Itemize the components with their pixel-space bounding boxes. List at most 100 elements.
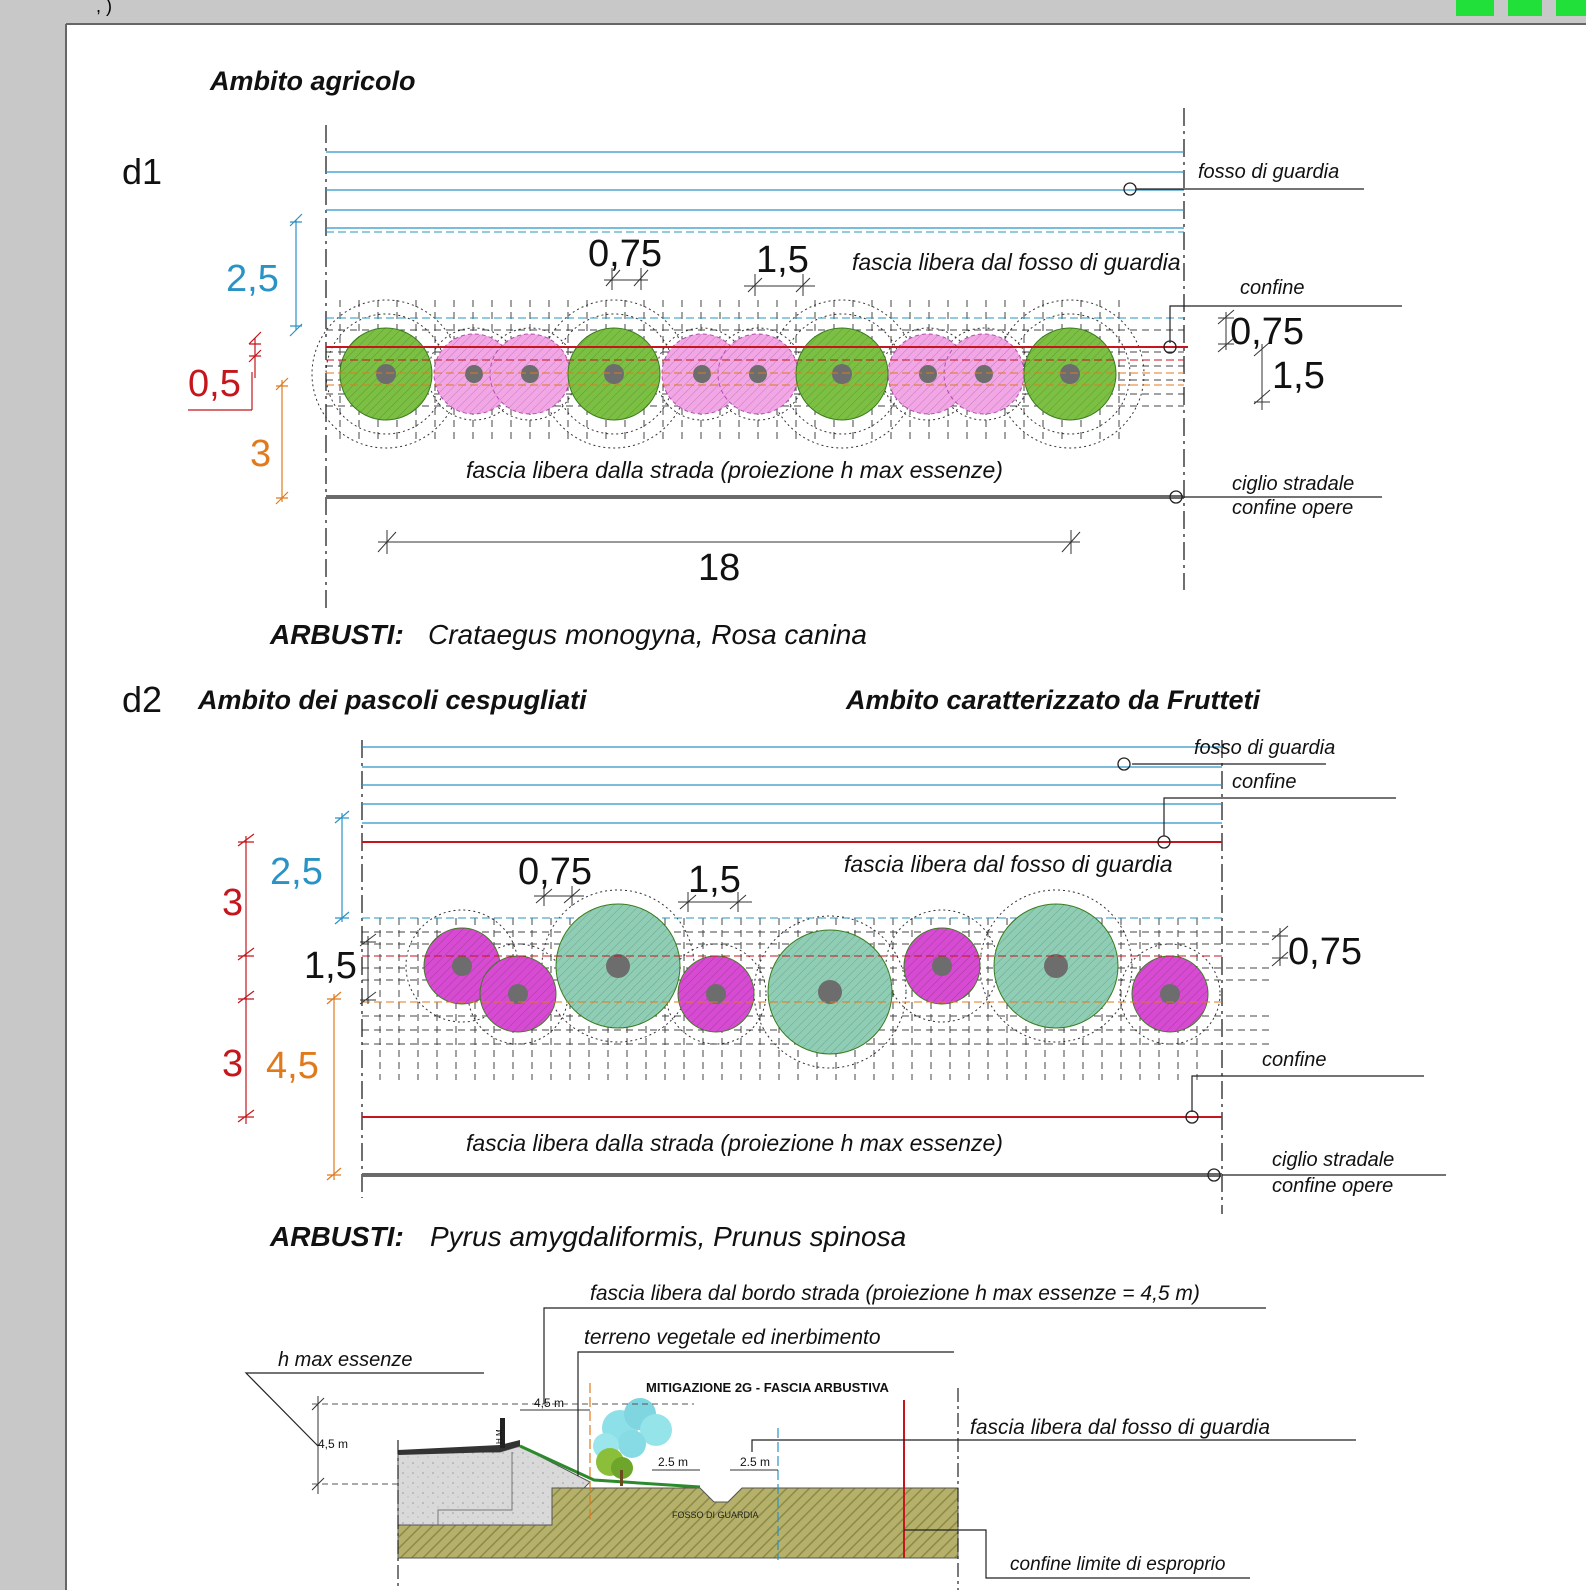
d1-leader-dot: [1123, 182, 1137, 196]
d2-dim-top-a-label: 0,75: [518, 851, 592, 893]
d2-ann-fascia-fosso: fascia libera dal fosso di guardia: [844, 851, 1173, 877]
section-dim-top-label: 4,5 m: [534, 1396, 564, 1410]
plant-trunk: [832, 364, 852, 384]
d1-heading: Ambito agricolo: [209, 66, 416, 96]
plant-trunk: [749, 365, 767, 383]
section-title: MITIGAZIONE 2G - FASCIA ARBUSTIVA: [646, 1380, 890, 1395]
d2-dim-black-label: 1,5: [304, 945, 357, 987]
section-road-surface: [398, 1440, 520, 1455]
d1-dim-top-b-label: 1,5: [756, 239, 809, 281]
d1-dim-red-label: 0,5: [188, 363, 241, 405]
d1-dim-tick: [377, 530, 1081, 554]
d1-leader-dot: [1163, 340, 1177, 354]
plant-trunk: [508, 984, 528, 1004]
section-dim-tick: [311, 1397, 325, 1491]
d1-ann-fascia-fosso: fascia libera dal fosso di guardia: [852, 249, 1181, 275]
section-ann-confine-esproprio: confine limite di esproprio: [1010, 1554, 1225, 1575]
d1-dim-orange-label: 3: [250, 433, 271, 475]
section-topsoil: [519, 1444, 701, 1489]
d2-dim-red-label-a: 3: [222, 882, 243, 924]
d1-ann-fascia-strada: fascia libera dalla strada (proiezione h…: [466, 457, 1003, 483]
d2-dim-tick: [359, 933, 377, 1005]
section-ann-hmax: h max essenze: [278, 1349, 413, 1371]
section-leader-fascia-bordo: [543, 1307, 1266, 1404]
section-leader-terreno: [577, 1351, 954, 1476]
plant-trunk: [693, 365, 711, 383]
section-ann-fascia-fosso: fascia libera dal fosso di guardia: [970, 1416, 1270, 1439]
plant-trunk: [1060, 364, 1080, 384]
d2-dim-tick: [1271, 925, 1289, 967]
section-fosso-label: FOSSO DI GUARDIA: [672, 1510, 759, 1520]
d2-ann-ciglio: ciglio stradale: [1272, 1149, 1394, 1171]
d1-dim-tick: [1253, 341, 1271, 405]
plant-trunk: [1160, 984, 1180, 1004]
d1-dim-tick: [1217, 309, 1235, 353]
plant-trunk: [606, 954, 630, 978]
plant-trunk: [975, 365, 993, 383]
d2-ann-fascia-strada: fascia libera dalla strada (proiezione h…: [466, 1130, 1003, 1156]
d1-dim-top-a-label: 0,75: [588, 233, 662, 275]
d2-leader-dot: [1207, 1168, 1221, 1182]
plant-trunk: [521, 365, 539, 383]
plant-trunk: [604, 364, 624, 384]
d1-dim-tick: [289, 213, 303, 337]
canopy-ring: [979, 889, 1133, 1043]
d2-heading-left: Ambito dei pascoli cespugliati: [197, 685, 587, 715]
section-dim-25a-label: 2.5 m: [658, 1455, 688, 1469]
frame-left-bar: [0, 0, 66, 1590]
d2-dim-tick: [535, 886, 581, 906]
plant-trunk: [376, 364, 396, 384]
d2-ann-fosso: fosso di guardia: [1194, 737, 1335, 759]
plant-trunk: [452, 956, 472, 976]
canopy-ring: [1119, 943, 1221, 1045]
d2-plan: d2 Ambito dei pascoli cespugliati Ambito…: [122, 679, 1446, 1252]
d1-dim-right-b-label: 1,5: [1272, 355, 1325, 397]
section-guardrail: [500, 1418, 505, 1448]
d2-species: Pyrus amygdaliformis, Prunus spinosa: [430, 1221, 906, 1252]
d2-dim-tick: [326, 991, 342, 1181]
d1-leader-confine: [1169, 305, 1402, 343]
canopy-ring: [1009, 313, 1131, 435]
d2-label: d2: [122, 679, 162, 720]
header-partial-text: , ): [96, 0, 112, 16]
d2-heading-right: Ambito caratterizzato da Frutteti: [845, 685, 1261, 715]
d2-ann-confine-top: confine: [1232, 771, 1297, 793]
d1-ann-ciglio: ciglio stradale: [1232, 473, 1354, 495]
d2-dim-right-label: 0,75: [1288, 931, 1362, 973]
d1-ann-confine: confine: [1240, 277, 1305, 299]
plant-trunk: [465, 365, 483, 383]
section-hm-label: H.M.: [495, 1427, 504, 1444]
accent-block: [1556, 0, 1586, 16]
d2-dim-top-b-label: 1,5: [688, 859, 741, 901]
d1-dim-blue-label: 2,5: [226, 258, 279, 300]
section-dim-25b-label: 2.5 m: [740, 1455, 770, 1469]
accent-block: [1456, 0, 1494, 16]
d2-dim-tick: [334, 810, 350, 925]
d2-leader-dot: [1117, 757, 1131, 771]
d1-ann-confine-opere: confine opere: [1232, 497, 1353, 519]
cross-section: H.M.: [244, 1282, 1356, 1590]
canopy-ring: [753, 915, 907, 1069]
d1-dim-tick: [248, 331, 262, 363]
plant-trunk: [932, 956, 952, 976]
d1-dim-tick: [275, 377, 289, 505]
d1-species-label: ARBUSTI:: [269, 619, 404, 650]
d2-leader-confine: [1163, 797, 1396, 836]
d1-ann-fosso: fosso di guardia: [1198, 161, 1339, 183]
d2-leader-confine: [1191, 1075, 1424, 1112]
d2-plants: [423, 903, 1209, 1055]
section-leader-fosso: [751, 1439, 1356, 1452]
section-ann-fascia-bordo: fascia libera dal bordo strada (proiezio…: [590, 1282, 1200, 1305]
d1-dim-tick: [605, 268, 649, 290]
d2-leader-dot: [1157, 835, 1171, 849]
plant-trunk: [1044, 954, 1068, 978]
d2-dim-orange-label: 4,5: [266, 1045, 319, 1087]
section-leader-confine: [904, 1529, 1250, 1579]
d1-leader-dot: [1169, 490, 1183, 504]
d1-dim-bottom-label: 18: [698, 547, 740, 589]
section-shrub-icon: [593, 1398, 672, 1486]
d2-ann-confine-opere: confine opere: [1272, 1175, 1393, 1197]
d2-leader-dot: [1185, 1110, 1199, 1124]
